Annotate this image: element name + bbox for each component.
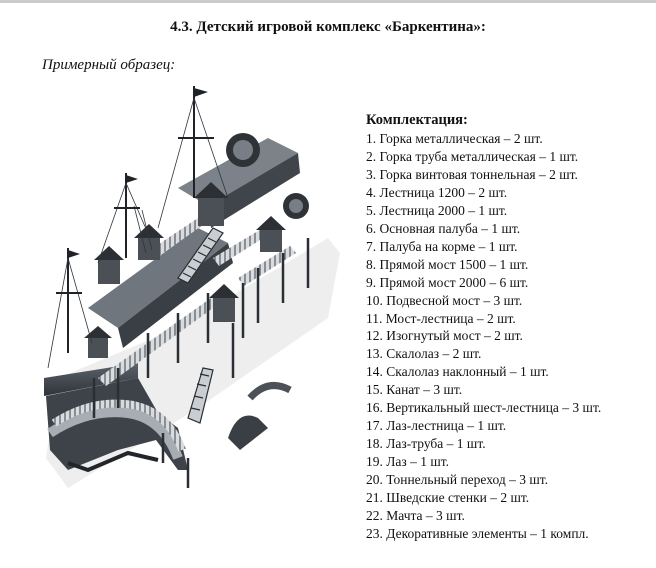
list-item: 19. Лаз – 1 шт. bbox=[366, 454, 450, 470]
list-item: 15. Канат – 3 шт. bbox=[366, 382, 463, 398]
list-item: 2. Горка труба металлическая – 1 шт. bbox=[366, 148, 579, 164]
list-item: 8. Прямой мост 1500 – 1 шт. bbox=[366, 256, 529, 272]
equipment-block: Комплектация: 1. Горка металлическая – 2… bbox=[366, 112, 651, 543]
section-heading: 4.3. Детский игровой комплекс «Баркентин… bbox=[170, 19, 486, 35]
page-top-edge bbox=[0, 0, 656, 3]
list-item: 13. Скалолаз – 2 шт. bbox=[366, 346, 482, 362]
list-item: 6. Основная палуба – 1 шт. bbox=[366, 220, 521, 236]
list-item: 16. Вертикальный шест-лестница – 3 шт. bbox=[366, 400, 602, 416]
list-item: 4. Лестница 1200 – 2 шт. bbox=[366, 184, 508, 200]
list-item: 12. Изогнутый мост – 2 шт. bbox=[366, 328, 523, 344]
list-item: 3. Горка винтовая тоннельная – 2 шт. bbox=[366, 166, 578, 182]
list-item: 17. Лаз-лестница – 1 шт. bbox=[366, 418, 507, 434]
list-item: 18. Лаз-труба – 1 шт. bbox=[366, 436, 486, 452]
list-item: 22. Мачта – 3 шт. bbox=[366, 508, 465, 524]
equipment-title: Комплектация: bbox=[366, 112, 468, 128]
list-item: 9. Прямой мост 2000 – 6 шт. bbox=[366, 274, 529, 290]
list-item: 14. Скалолаз наклонный – 1 шт. bbox=[366, 364, 549, 380]
list-item: 23. Декоративные элементы – 1 компл. bbox=[366, 525, 589, 541]
equipment-list: 1. Горка металлическая – 2 шт. 2. Горка … bbox=[366, 130, 651, 543]
list-item: 5. Лестница 2000 – 1 шт. bbox=[366, 202, 508, 218]
playground-illustration bbox=[44, 86, 340, 488]
list-item: 21. Шведские стенки – 2 шт. bbox=[366, 490, 530, 506]
list-item: 11. Мост-лестница – 2 шт. bbox=[366, 310, 516, 326]
sample-label: Примерный образец: bbox=[42, 57, 176, 73]
list-item: 10. Подвесной мост – 3 шт. bbox=[366, 292, 523, 308]
list-item: 20. Тоннельный переход – 3 шт. bbox=[366, 472, 548, 488]
list-item: 7. Палуба на корме – 1 шт. bbox=[366, 238, 518, 254]
list-item: 1. Горка металлическая – 2 шт. bbox=[366, 131, 543, 146]
